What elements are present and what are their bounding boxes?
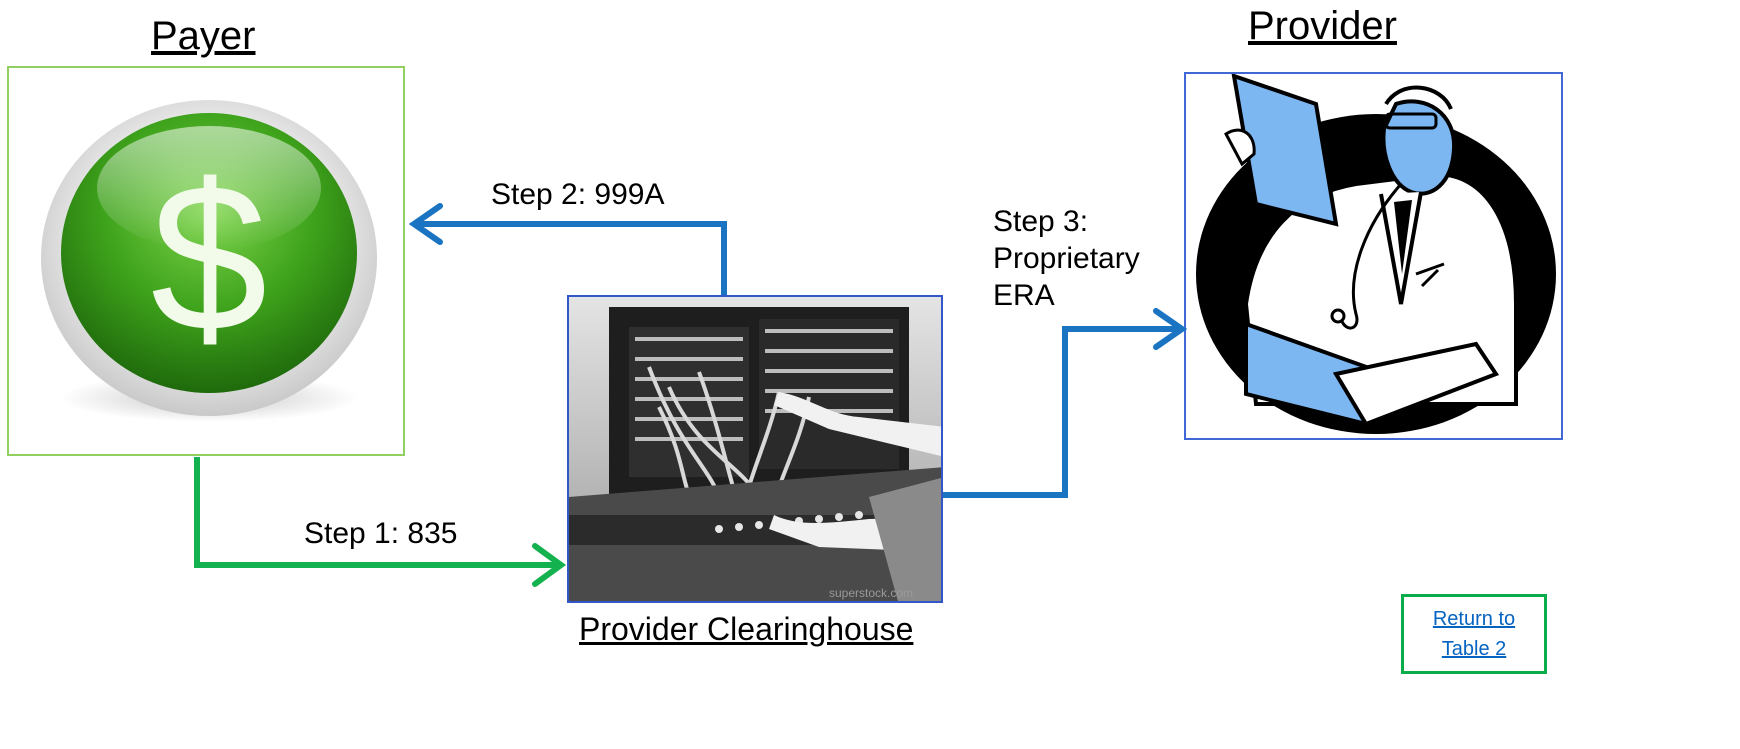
return-link-box: Return to Table 2	[1401, 594, 1547, 674]
provider-title: Provider	[1248, 4, 1397, 48]
step3-label-line: ERA	[993, 279, 1055, 312]
step3-arrow	[943, 308, 1188, 498]
provider-box	[1184, 72, 1563, 440]
clearinghouse-box: superstock.com	[567, 295, 943, 603]
step2-label: Step 2: 999A	[491, 178, 665, 211]
step1-label: Step 1: 835	[304, 517, 458, 550]
payer-box: $	[7, 66, 405, 456]
step3-label: Step 3: Proprietary ERA	[993, 203, 1140, 314]
step3-label-line: Step 3:	[993, 205, 1089, 238]
svg-text:$: $	[151, 140, 268, 375]
doctor-with-laptop-illustration	[1196, 74, 1556, 434]
svg-text:superstock.com: superstock.com	[829, 586, 913, 600]
return-to-table-2-link[interactable]: Return to Table 2	[1432, 608, 1516, 660]
dollar-coin-icon: $	[41, 100, 377, 422]
step2-arrow	[408, 203, 727, 295]
clearinghouse-title: Provider Clearinghouse	[579, 611, 914, 647]
step3-label-line: Proprietary	[993, 242, 1140, 275]
switchboard-operator-image: superstock.com	[569, 297, 941, 601]
payer-title: Payer	[151, 14, 256, 58]
